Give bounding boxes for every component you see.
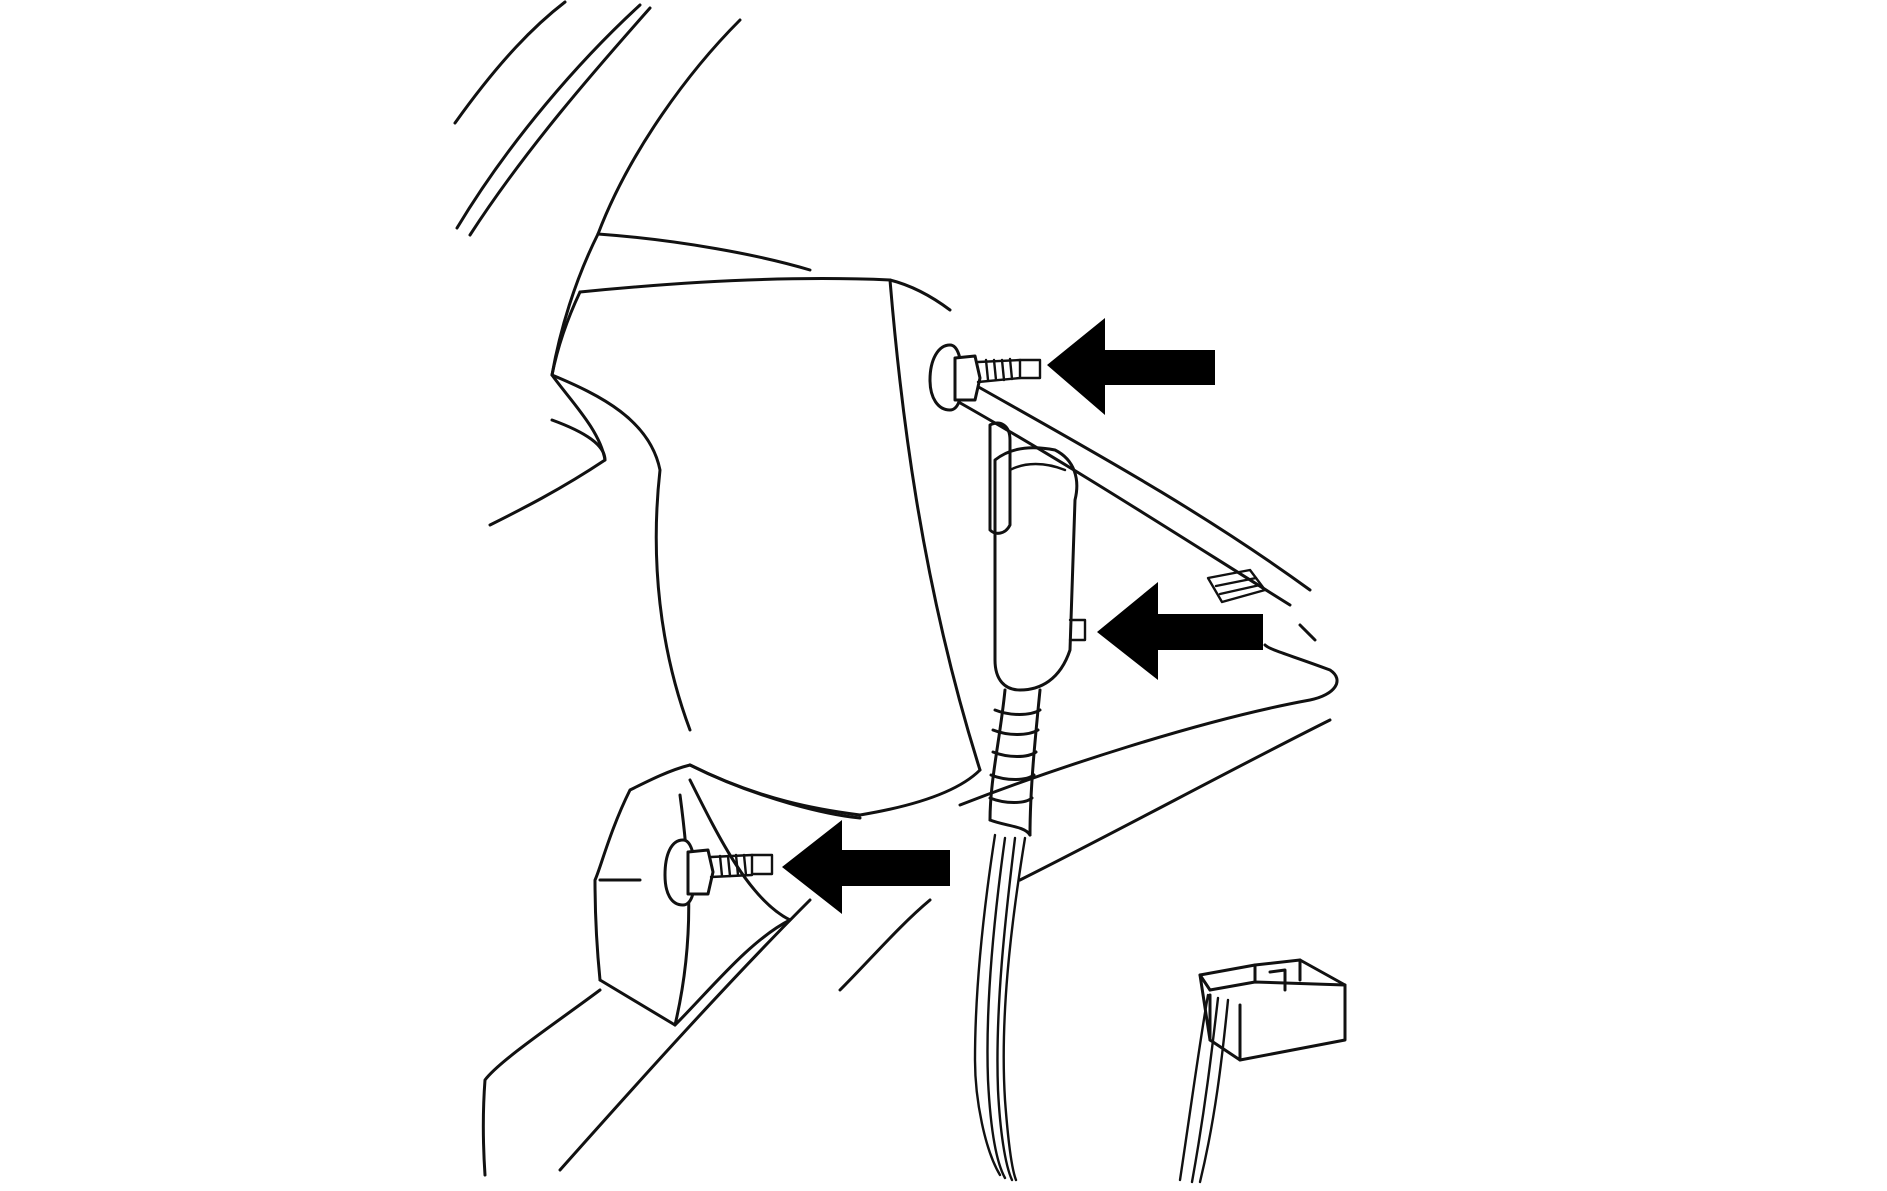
wire-harness [973,688,1042,1182]
electrical-connector [1178,958,1347,1184]
trim-panel [481,232,1339,1177]
wiring-connector-bracket [988,421,1087,692]
arrow-lower-bolt [782,820,950,914]
upper-mounting-bolt [928,343,1042,412]
arrow-upper-bolt [1047,318,1215,415]
body-arcs [453,0,742,237]
arrow-middle-stud [1097,582,1263,680]
lower-mounting-bolt [663,838,774,907]
